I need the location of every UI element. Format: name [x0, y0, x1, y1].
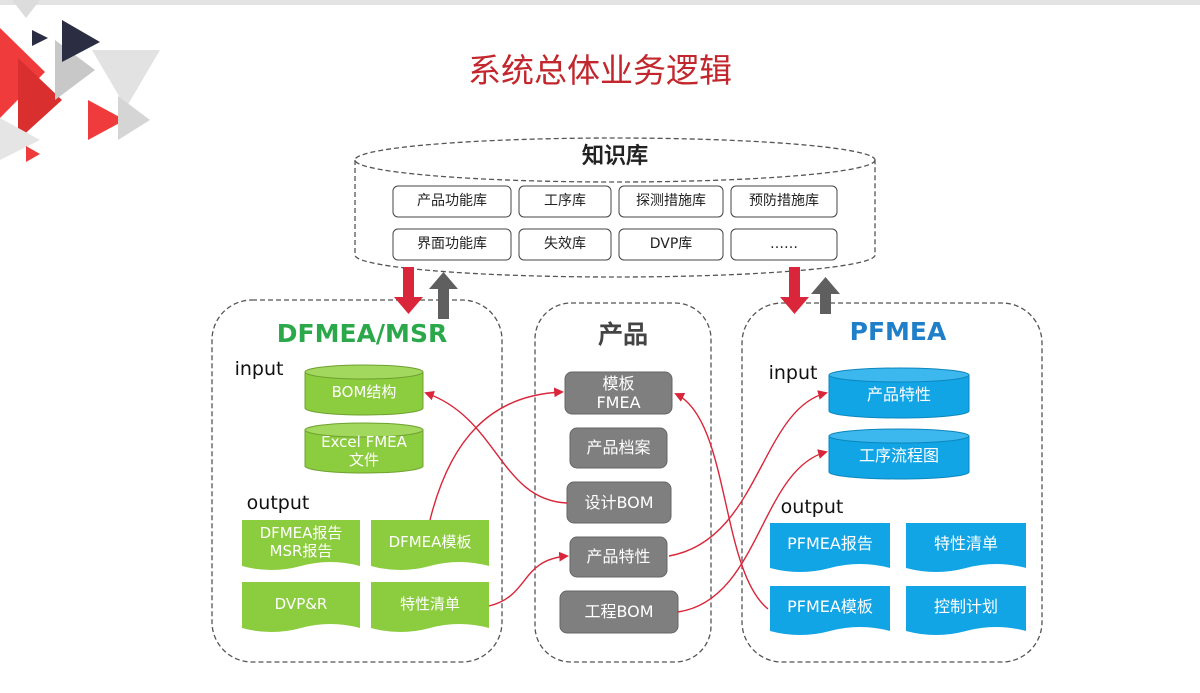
- dfmea-output-reports: DFMEA报告 MSR报告: [259, 524, 343, 560]
- product-archive: 产品档案: [586, 438, 651, 458]
- pfmea-input-label: input: [768, 361, 818, 384]
- product-engineering-bom: 工程BOM: [584, 602, 654, 622]
- pfmea-output-label: output: [780, 495, 844, 518]
- pfmea-output-control-plan: 控制计划: [933, 597, 998, 617]
- product-design-bom: 设计BOM: [584, 492, 654, 512]
- product-characteristics: 产品特性: [586, 547, 651, 567]
- dfmea-input-cylinders: [304, 364, 424, 474]
- pfmea-output-template: PFMEA模板: [787, 597, 873, 617]
- panels: [211, 299, 1043, 663]
- dfmea-output-label: output: [246, 491, 310, 514]
- kb-item-prevention: 预防措施库: [749, 193, 819, 210]
- kb-item-dvp: DVP库: [649, 236, 693, 253]
- dfmea-title: DFMEA/MSR: [276, 319, 448, 348]
- page-title: 系统总体业务逻辑: [468, 51, 732, 90]
- kb-item-process: 工序库: [544, 193, 586, 210]
- kb-item-failure: 失效库: [544, 236, 586, 253]
- top-bar: [0, 0, 1200, 5]
- pfmea-output-characteristics: 特性清单: [933, 534, 998, 554]
- pfmea-input-characteristics: 产品特性: [866, 385, 931, 405]
- pfmea-output-docs: [770, 523, 1026, 635]
- product-title: 产品: [597, 320, 648, 349]
- dfmea-output-dvpr: DVP&R: [274, 595, 328, 613]
- dfmea-input-excel-fmea: Excel FMEA 文件: [321, 433, 407, 469]
- kb-item-interface-function: 界面功能库: [417, 236, 487, 253]
- kb-item-boxes: [392, 185, 838, 261]
- dfmea-output-docs: [242, 520, 489, 632]
- sync-arrows: [394, 267, 840, 319]
- product-boxes: [559, 371, 679, 634]
- knowledge-base-cylinder: [354, 137, 876, 278]
- knowledge-base-title: 知识库: [581, 143, 648, 169]
- connector-lines: [424, 387, 828, 613]
- dfmea-input-bom: BOM结构: [331, 383, 397, 401]
- pfmea-output-report: PFMEA报告: [787, 534, 873, 554]
- kb-item-more: ……: [770, 236, 798, 253]
- pfmea-input-cylinders: [828, 367, 970, 480]
- corner-decoration: [0, 0, 160, 162]
- dfmea-input-label: input: [234, 357, 284, 380]
- dfmea-output-characteristics: 特性清单: [399, 595, 460, 613]
- kb-item-detection: 探测措施库: [636, 193, 706, 210]
- kb-item-product-function: 产品功能库: [417, 193, 487, 210]
- pfmea-input-process-flow: 工序流程图: [858, 446, 939, 466]
- pfmea-title: PFMEA: [849, 317, 947, 346]
- dfmea-output-template: DFMEA模板: [388, 533, 472, 551]
- product-template-fmea: 模板 FMEA: [596, 373, 641, 412]
